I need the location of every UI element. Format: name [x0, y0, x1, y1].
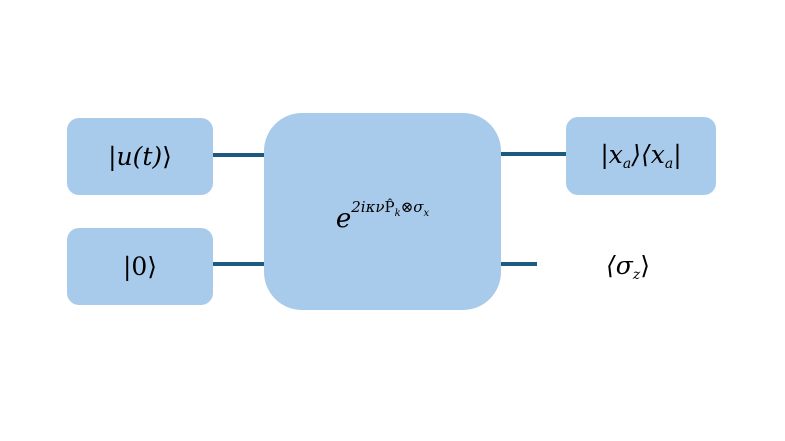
output-expectation-sigma-z: ⟨σz⟩ — [606, 251, 650, 283]
wire-bottom-input — [212, 262, 266, 266]
input-box-zero: |0⟩ — [67, 228, 213, 305]
output-box-projector: |xa⟩⟨xa| — [566, 117, 716, 195]
unitary-gate-box: e2iκνP̂k⊗σx — [264, 113, 501, 310]
input-box-u-t: |u(t)⟩ — [67, 118, 213, 195]
input-state-u-t: |u(t)⟩ — [108, 142, 172, 171]
wire-top-output — [500, 152, 568, 156]
input-state-zero: |0⟩ — [122, 252, 158, 281]
unitary-gate-expression: e2iκνP̂k⊗σx — [335, 197, 430, 234]
output-projector: |xa⟩⟨xa| — [600, 140, 682, 172]
wire-bottom-output — [500, 262, 537, 266]
wire-top-input — [212, 153, 266, 157]
